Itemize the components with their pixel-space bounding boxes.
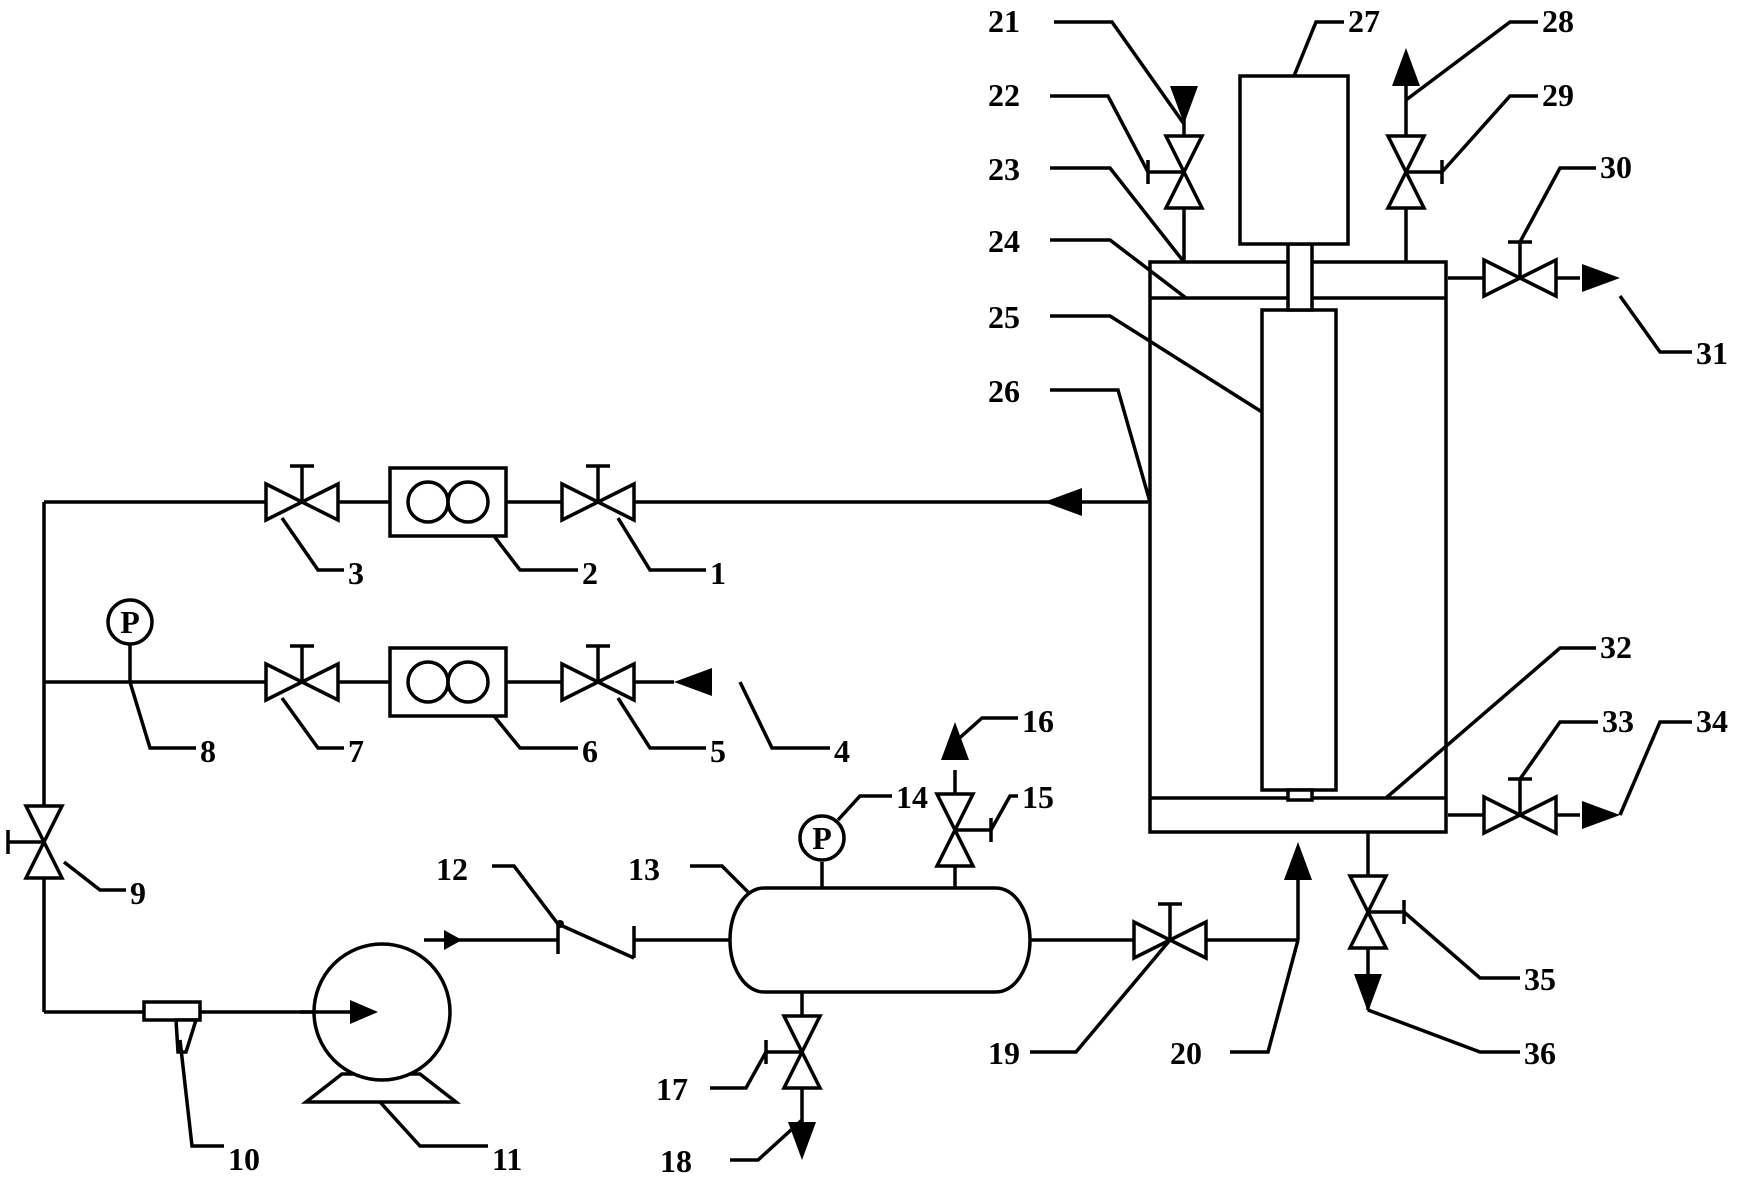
valve-19 bbox=[1132, 902, 1208, 960]
label-35: 35 bbox=[1524, 961, 1556, 997]
label-27: 27 bbox=[1348, 3, 1380, 39]
label-1: 1 bbox=[710, 555, 726, 591]
svg-text:P: P bbox=[120, 604, 140, 640]
valve-7 bbox=[264, 644, 340, 702]
flow-arrow-pump-out bbox=[444, 930, 462, 950]
valve-17 bbox=[764, 1014, 822, 1090]
callout-labels: 1 2 3 4 5 6 7 8 9 10 11 12 13 14 15 16 1… bbox=[130, 3, 1728, 1178]
label-31: 31 bbox=[1696, 335, 1728, 371]
label-36: 36 bbox=[1524, 1035, 1556, 1071]
label-10: 10 bbox=[228, 1141, 260, 1177]
label-9: 9 bbox=[130, 875, 146, 911]
pump bbox=[300, 942, 462, 1104]
label-5: 5 bbox=[710, 733, 726, 769]
label-15: 15 bbox=[1022, 779, 1054, 815]
label-12: 12 bbox=[436, 851, 468, 887]
label-2: 2 bbox=[582, 555, 598, 591]
label-30: 30 bbox=[1600, 149, 1632, 185]
valve-15 bbox=[935, 792, 993, 868]
flowmeter-2 bbox=[388, 466, 508, 538]
label-3: 3 bbox=[348, 555, 364, 591]
label-26: 26 bbox=[988, 373, 1020, 409]
label-19: 19 bbox=[988, 1035, 1020, 1071]
valve-22 bbox=[1146, 134, 1204, 210]
label-7: 7 bbox=[348, 733, 364, 769]
valve-3 bbox=[264, 464, 340, 522]
label-32: 32 bbox=[1600, 629, 1632, 665]
label-25: 25 bbox=[988, 299, 1020, 335]
label-16: 16 bbox=[1022, 703, 1054, 739]
label-14: 14 bbox=[896, 779, 928, 815]
label-18: 18 bbox=[660, 1143, 692, 1178]
label-33: 33 bbox=[1602, 703, 1634, 739]
label-22: 22 bbox=[988, 77, 1020, 113]
label-6: 6 bbox=[582, 733, 598, 769]
valve-33 bbox=[1482, 777, 1558, 835]
pressure-gauge-14: P bbox=[798, 814, 846, 862]
label-13: 13 bbox=[628, 851, 660, 887]
buffer-tank bbox=[728, 886, 1032, 994]
label-29: 29 bbox=[1542, 77, 1574, 113]
label-34: 34 bbox=[1696, 703, 1728, 739]
check-valve-12 bbox=[556, 920, 636, 960]
flowmeter-6 bbox=[388, 646, 508, 718]
label-24: 24 bbox=[988, 223, 1020, 259]
reaction-vessel bbox=[1148, 74, 1448, 834]
label-21: 21 bbox=[988, 3, 1020, 39]
label-28: 28 bbox=[1542, 3, 1574, 39]
motor bbox=[1238, 74, 1350, 246]
label-23: 23 bbox=[988, 151, 1020, 187]
label-20: 20 bbox=[1170, 1035, 1202, 1071]
label-17: 17 bbox=[656, 1071, 688, 1107]
valve-29 bbox=[1386, 134, 1444, 210]
svg-text:P: P bbox=[812, 820, 832, 856]
label-4: 4 bbox=[834, 733, 850, 769]
valve-35 bbox=[1348, 874, 1406, 950]
pressure-gauge-8: P bbox=[106, 598, 154, 682]
leader-lines bbox=[62, 20, 1692, 1162]
valve-5 bbox=[560, 644, 636, 702]
valve-9 bbox=[6, 804, 64, 880]
inner-tube bbox=[1260, 308, 1338, 792]
shaft bbox=[1286, 242, 1314, 312]
label-11: 11 bbox=[492, 1141, 522, 1177]
valve-30 bbox=[1482, 240, 1558, 298]
valve-1 bbox=[560, 464, 636, 522]
label-8: 8 bbox=[200, 733, 216, 769]
strainer-10 bbox=[142, 1000, 202, 1054]
